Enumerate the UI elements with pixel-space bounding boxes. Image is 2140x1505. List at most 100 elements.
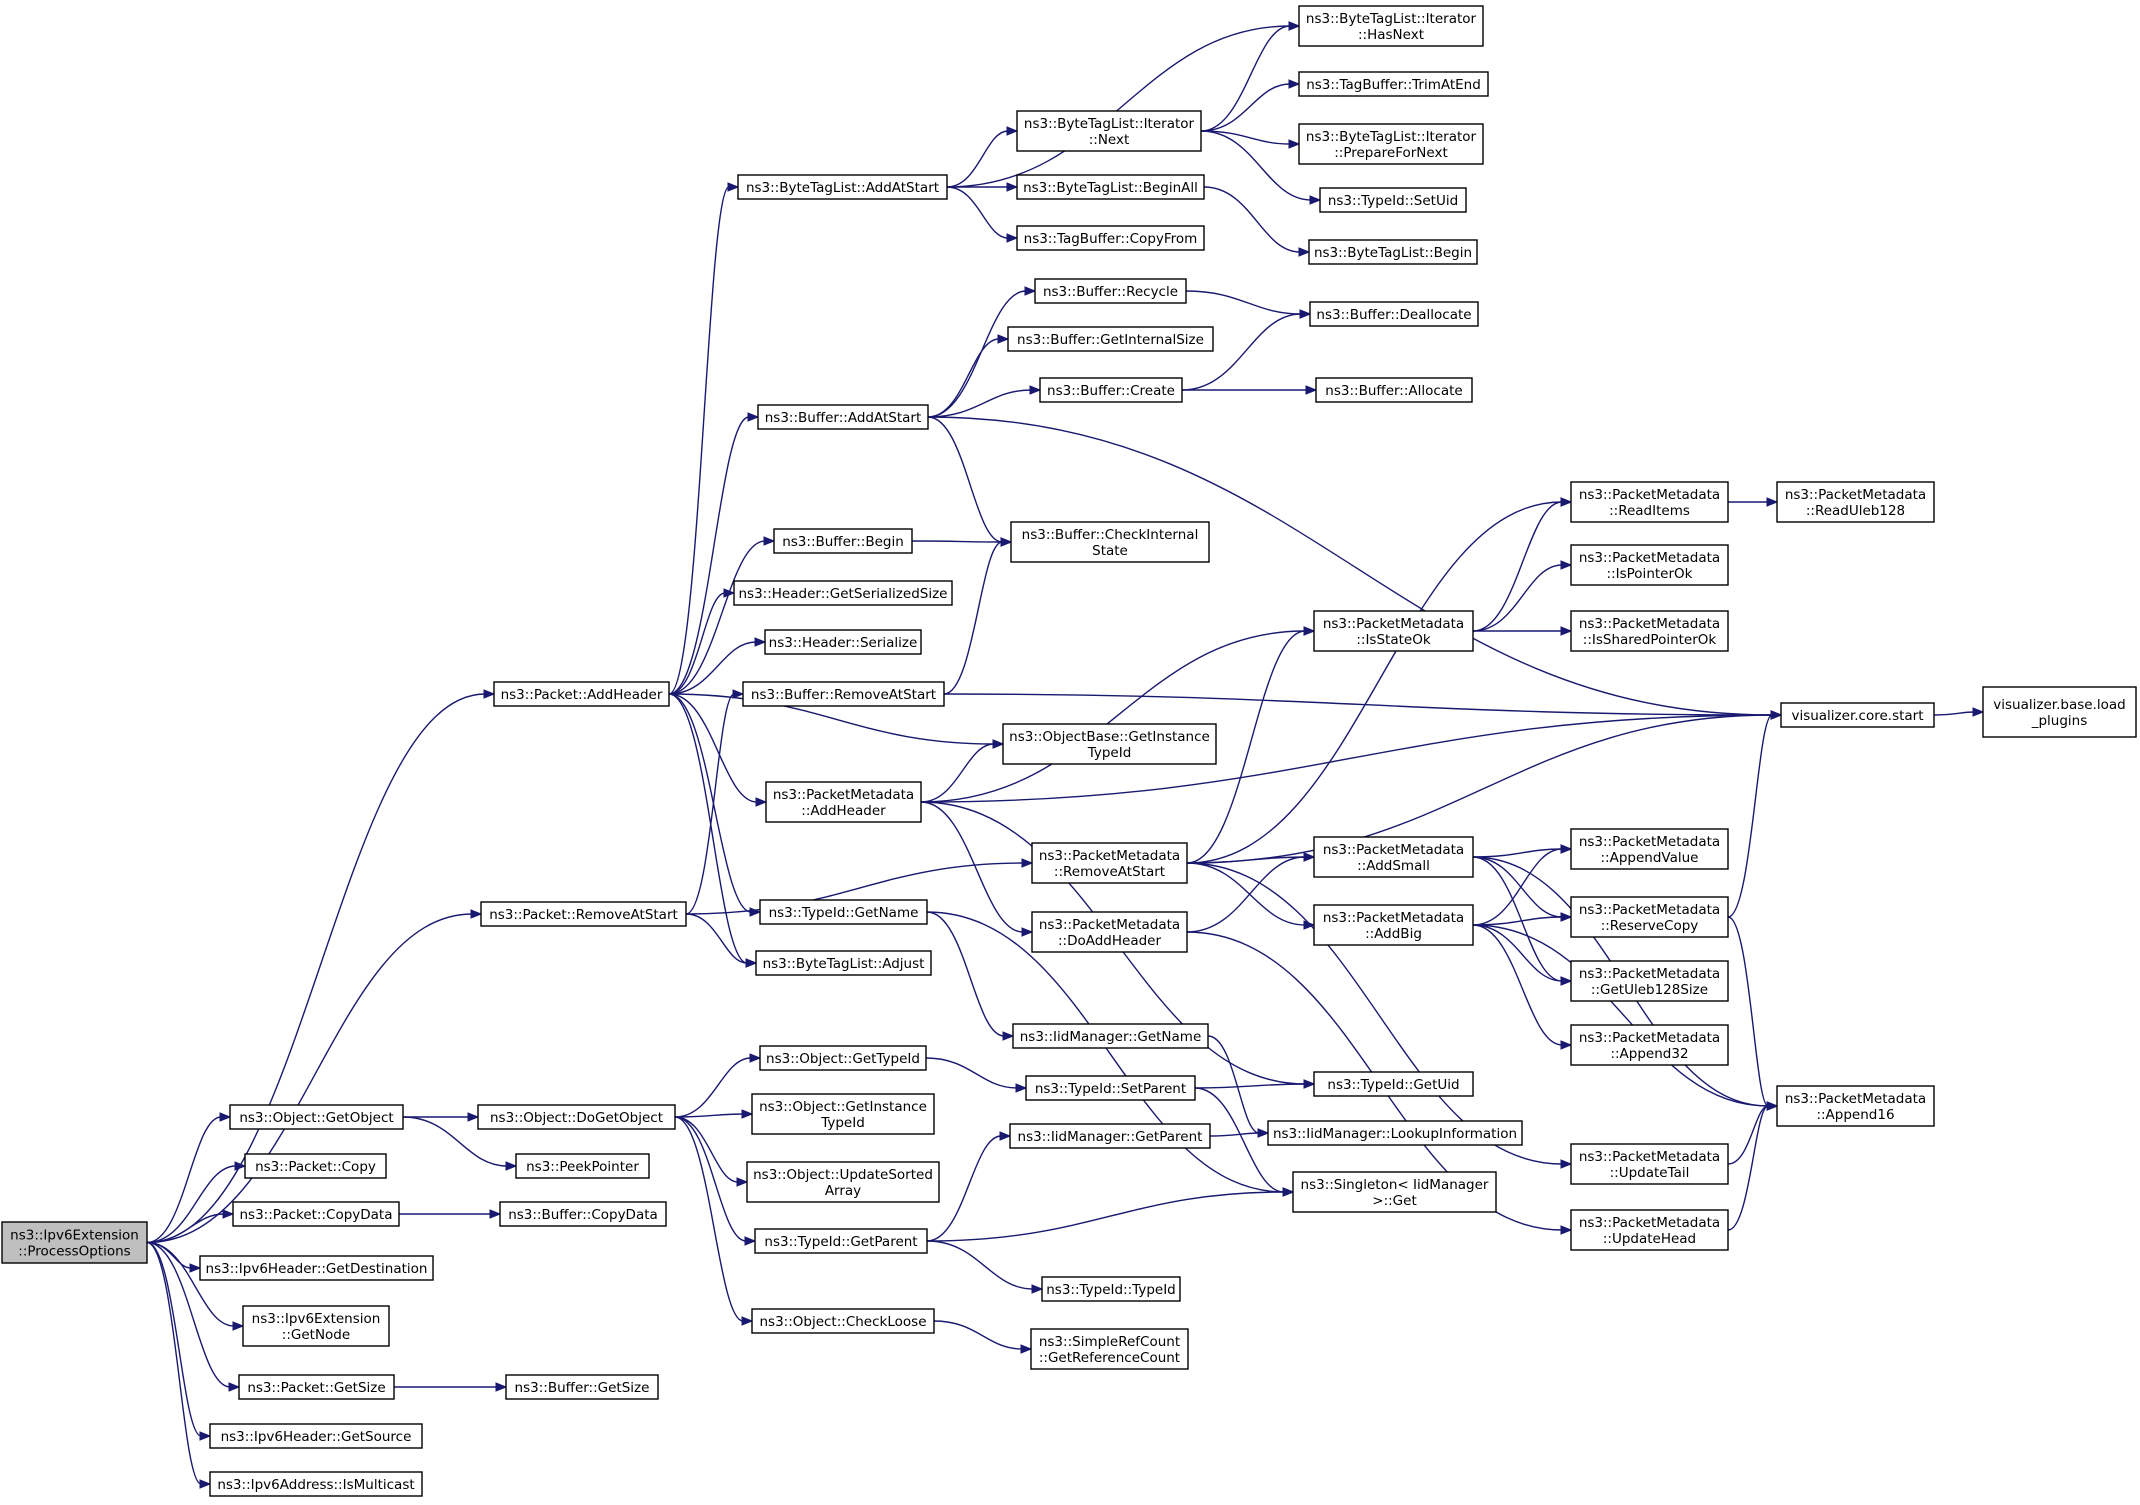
node-buf-begin[interactable]: ns3::Buffer::Begin <box>773 528 913 554</box>
arrowhead <box>1560 626 1573 636</box>
node-pkt-removeatstart[interactable]: ns3::Packet::RemoveAtStart <box>480 901 687 927</box>
node-label: ns3::PacketMetadata <box>1579 616 1720 632</box>
arrowhead <box>495 1382 508 1392</box>
call-edge-pkt_addheader-to-pm_addheader <box>668 693 768 807</box>
node-buf-create[interactable]: ns3::Buffer::Create <box>1039 377 1183 403</box>
node-btl-begin[interactable]: ns3::ByteTagList::Begin <box>1308 239 1478 265</box>
node-buf-getinternalsize[interactable]: ns3::Buffer::GetInternalSize <box>1007 326 1214 352</box>
node-src-getrefcount[interactable]: ns3::SimpleRefCount::GetReferenceCount <box>1030 1328 1189 1370</box>
arrowhead <box>1006 126 1019 136</box>
node-pm-addsmall[interactable]: ns3::PacketMetadata::AddSmall <box>1313 836 1474 878</box>
node-pm-updatehead[interactable]: ns3::PacketMetadata::UpdateHead <box>1570 1209 1729 1251</box>
node-iid-lookupinfo[interactable]: ns3::IidManager::LookupInformation <box>1267 1120 1523 1146</box>
node-singleton-get[interactable]: ns3::Singleton< IidManager>::Get <box>1292 1171 1497 1213</box>
node-pm-isstateok[interactable]: ns3::PacketMetadata::IsStateOk <box>1313 610 1474 652</box>
arrowhead <box>747 412 760 422</box>
node-box <box>1313 904 1474 946</box>
node-pm-updatetail[interactable]: ns3::PacketMetadata::UpdateTail <box>1570 1143 1729 1185</box>
node-peekpointer[interactable]: ns3::PeekPointer <box>515 1153 650 1179</box>
node-ipv6ext-getnode[interactable]: ns3::Ipv6Extension::GetNode <box>242 1305 390 1347</box>
node-buf-allocate[interactable]: ns3::Buffer::Allocate <box>1315 377 1473 403</box>
node-ipv6addr-ismulticast[interactable]: ns3::Ipv6Address::IsMulticast <box>209 1471 423 1497</box>
call-edge-buf_create-to-buf_deallocate <box>1181 309 1312 391</box>
node-pkt-getsize[interactable]: ns3::Packet::GetSize <box>238 1374 395 1400</box>
node-pm-addheader[interactable]: ns3::PacketMetadata::AddHeader <box>765 781 922 823</box>
node-label: ns3::Object::GetObject <box>239 1110 393 1126</box>
node-pkt-copy[interactable]: ns3::Packet::Copy <box>244 1153 387 1179</box>
arrowhead <box>1972 707 1985 717</box>
node-pm-removeatstart[interactable]: ns3::PacketMetadata::RemoveAtStart <box>1031 842 1188 884</box>
node-label: ns3::Ipv6Extension <box>10 1228 139 1244</box>
node-typeid-getparent[interactable]: ns3::TypeId::GetParent <box>754 1228 928 1254</box>
node-viz-loadplugins[interactable]: visualizer.base.load_plugins <box>1982 686 2137 738</box>
node-btl-addatstart[interactable]: ns3::ByteTagList::AddAtStart <box>737 174 948 200</box>
node-iid-getparent[interactable]: ns3::IidManager::GetParent <box>1009 1123 1211 1149</box>
node-btli-hasnext[interactable]: ns3::ByteTagList::Iterator::HasNext <box>1298 5 1484 47</box>
node-buf-getsize[interactable]: ns3::Buffer::GetSize <box>505 1374 659 1400</box>
node-box <box>1313 610 1474 652</box>
node-obj-gettypeid[interactable]: ns3::Object::GetTypeId <box>759 1045 927 1071</box>
node-box <box>1776 481 1935 523</box>
call-edge-root-to-pkt_addheader <box>146 689 496 1244</box>
node-typeid-getname[interactable]: ns3::TypeId::GetName <box>759 899 928 925</box>
node-pm-reservecopy[interactable]: ns3::PacketMetadata::ReserveCopy <box>1570 896 1729 938</box>
node-viz-start[interactable]: visualizer.core.start <box>1780 702 1935 728</box>
node-ipv6h-getsource[interactable]: ns3::Ipv6Header::GetSource <box>209 1423 423 1449</box>
node-buf-addatstart[interactable]: ns3::Buffer::AddAtStart <box>757 404 929 430</box>
node-btli-prepare[interactable]: ns3::ByteTagList::Iterator::PrepareForNe… <box>1298 123 1484 165</box>
node-buf-recycle[interactable]: ns3::Buffer::Recycle <box>1034 278 1187 304</box>
call-edge-pm_readitems-to-pm_readuleb128 <box>1728 497 1779 507</box>
node-pm-getuleb128size[interactable]: ns3::PacketMetadata::GetUleb128Size <box>1570 960 1729 1002</box>
node-pm-ispointerok[interactable]: ns3::PacketMetadata::IsPointerOk <box>1570 544 1729 586</box>
arrowhead <box>1020 1344 1033 1354</box>
node-obj-getobject[interactable]: ns3::Object::GetObject <box>229 1104 404 1130</box>
node-hdr-getsersize[interactable]: ns3::Header::GetSerializedSize <box>733 580 953 606</box>
arrowhead <box>232 1321 245 1331</box>
node-pm-appendvalue[interactable]: ns3::PacketMetadata::AppendValue <box>1570 828 1729 870</box>
node-btli-next[interactable]: ns3::ByteTagList::Iterator::Next <box>1016 110 1202 152</box>
node-pm-readitems[interactable]: ns3::PacketMetadata::ReadItems <box>1570 481 1729 523</box>
arrowhead <box>1303 1079 1316 1089</box>
node-typeid-typeid[interactable]: ns3::TypeId::TypeId <box>1041 1276 1181 1302</box>
node-tb-trimatend[interactable]: ns3::TagBuffer::TrimAtEnd <box>1298 71 1489 97</box>
node-obj-dogetobject[interactable]: ns3::Object::DoGetObject <box>477 1104 676 1130</box>
node-pm-append32[interactable]: ns3::PacketMetadata::Append32 <box>1570 1024 1729 1066</box>
node-buf-removeatstart[interactable]: ns3::Buffer::RemoveAtStart <box>742 681 945 707</box>
node-pm-readuleb128[interactable]: ns3::PacketMetadata::ReadUleb128 <box>1776 481 1935 523</box>
call-edge-btl_addatstart-to-btli_next <box>946 126 1019 188</box>
arrowhead <box>1006 233 1019 243</box>
node-iid-getname[interactable]: ns3::IidManager::GetName <box>1012 1023 1209 1049</box>
node-box <box>493 681 670 707</box>
node-ipv6h-getdest[interactable]: ns3::Ipv6Header::GetDestination <box>199 1255 434 1281</box>
node-pkt-addheader[interactable]: ns3::Packet::AddHeader <box>493 681 670 707</box>
node-typeid-setuid[interactable]: ns3::TypeId::SetUid <box>1319 187 1467 213</box>
arrowhead <box>1560 912 1573 922</box>
node-obj-checkloose[interactable]: ns3::Object::CheckLoose <box>751 1308 935 1334</box>
node-pm-append16[interactable]: ns3::PacketMetadata::Append16 <box>1776 1085 1935 1127</box>
node-typeid-getuid[interactable]: ns3::TypeId::GetUid <box>1313 1071 1474 1097</box>
node-hdr-serialize[interactable]: ns3::Header::Serialize <box>764 629 922 655</box>
node-pm-doaddheader[interactable]: ns3::PacketMetadata::DoAddHeader <box>1031 911 1188 953</box>
node-box <box>1309 301 1479 327</box>
node-box <box>477 1104 676 1130</box>
node-pm-issharedpointerok[interactable]: ns3::PacketMetadata::IsSharedPointerOk <box>1570 610 1729 652</box>
node-btl-beginall[interactable]: ns3::ByteTagList::BeginAll <box>1016 174 1205 200</box>
node-buf-copydata[interactable]: ns3::Buffer::CopyData <box>499 1201 667 1227</box>
node-pm-addbig[interactable]: ns3::PacketMetadata::AddBig <box>1313 904 1474 946</box>
node-box <box>1570 828 1729 870</box>
node-tb-copyfrom[interactable]: ns3::TagBuffer::CopyFrom <box>1016 225 1205 251</box>
arrowhead <box>489 1209 502 1219</box>
node-btl-adjust[interactable]: ns3::ByteTagList::Adjust <box>755 950 932 976</box>
node-box <box>244 1153 387 1179</box>
node-label: ns3::ByteTagList::Iterator <box>1306 11 1477 27</box>
call-edge-pkt_addheader-to-buf_begin <box>668 536 776 695</box>
node-label: ns3::Buffer::GetSize <box>515 1380 650 1396</box>
node-box <box>1031 911 1188 953</box>
node-buf-deallocate[interactable]: ns3::Buffer::Deallocate <box>1309 301 1479 327</box>
node-typeid-setparent[interactable]: ns3::TypeId::SetParent <box>1025 1075 1196 1101</box>
node-pkt-copydata[interactable]: ns3::Packet::CopyData <box>232 1201 400 1227</box>
